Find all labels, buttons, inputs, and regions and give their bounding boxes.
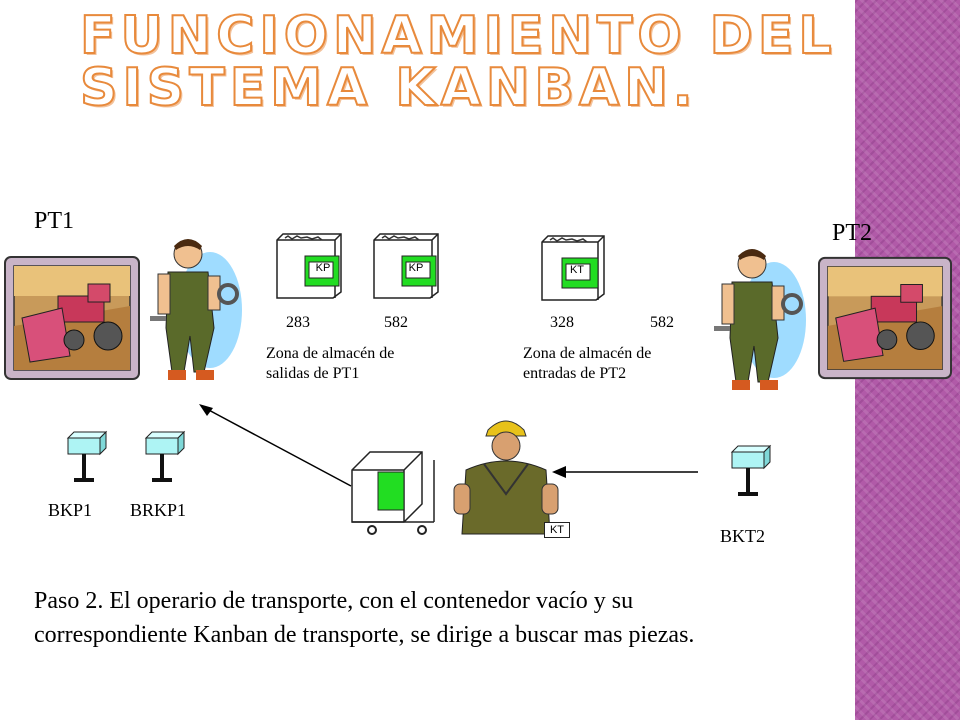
container-box-kp-1-icon xyxy=(276,233,342,299)
station-label-pt2: PT2 xyxy=(832,220,873,246)
arrow-to-pt1-icon xyxy=(199,404,352,487)
board-label-brkp1: BRKP1 xyxy=(130,500,187,520)
container-box-kp-2-icon xyxy=(373,233,439,299)
kanban-board-bkt2-icon xyxy=(730,444,772,496)
container-box-kt-icon xyxy=(541,235,605,301)
operator-worker-pt1-icon xyxy=(150,239,242,380)
empty-container-cart-icon xyxy=(351,451,435,535)
harvester-machine-pt1-icon xyxy=(4,256,140,380)
quantity-input-b: 582 xyxy=(650,314,674,331)
operator-worker-pt2-icon xyxy=(714,249,806,390)
kanban-tag-kp-1: KP xyxy=(315,262,331,274)
zone-output-line-1: Zona de almacén de xyxy=(266,345,395,362)
kanban-board-bkp1-icon xyxy=(66,430,108,482)
board-label-bkp1: BKP1 xyxy=(48,500,93,520)
quantity-output-b: 582 xyxy=(384,314,408,331)
quantity-input-a: 328 xyxy=(550,314,574,331)
arrow-from-bkt2-icon xyxy=(552,466,698,478)
title-line-2: Sistema kanban. xyxy=(79,58,698,118)
harvester-machine-pt2-icon xyxy=(818,256,952,380)
title-line-1: Funcionamiento del xyxy=(79,6,837,66)
step-caption: Paso 2. El operario de transporte, con e… xyxy=(34,584,934,652)
zone-label-input: Zona de almacén de entradas de PT2 xyxy=(523,344,651,384)
kanban-tag-kp-2: KP xyxy=(408,262,424,274)
zone-output-line-2: salidas de PT1 xyxy=(266,365,360,382)
kanban-board-brkp1-icon xyxy=(144,430,186,482)
kanban-tag-kt: KT xyxy=(569,264,585,276)
zone-input-line-1: Zona de almacén de xyxy=(523,345,652,362)
zone-label-output: Zona de almacén de salidas de PT1 xyxy=(266,344,394,384)
transport-worker-icon xyxy=(453,420,559,535)
kanban-tag-kt-carried: KT xyxy=(544,522,570,538)
caption-line-2: correspondiente Kanban de transporte, se… xyxy=(34,622,695,648)
station-label-pt1: PT1 xyxy=(34,208,75,234)
quantity-output-a: 283 xyxy=(286,314,310,331)
caption-line-1: Paso 2. El operario de transporte, con e… xyxy=(34,588,634,614)
page-title: Funcionamiento del Sistema kanban. xyxy=(79,6,840,118)
zone-input-line-2: entradas de PT2 xyxy=(523,365,627,382)
board-label-bkt2: BKT2 xyxy=(720,526,765,546)
